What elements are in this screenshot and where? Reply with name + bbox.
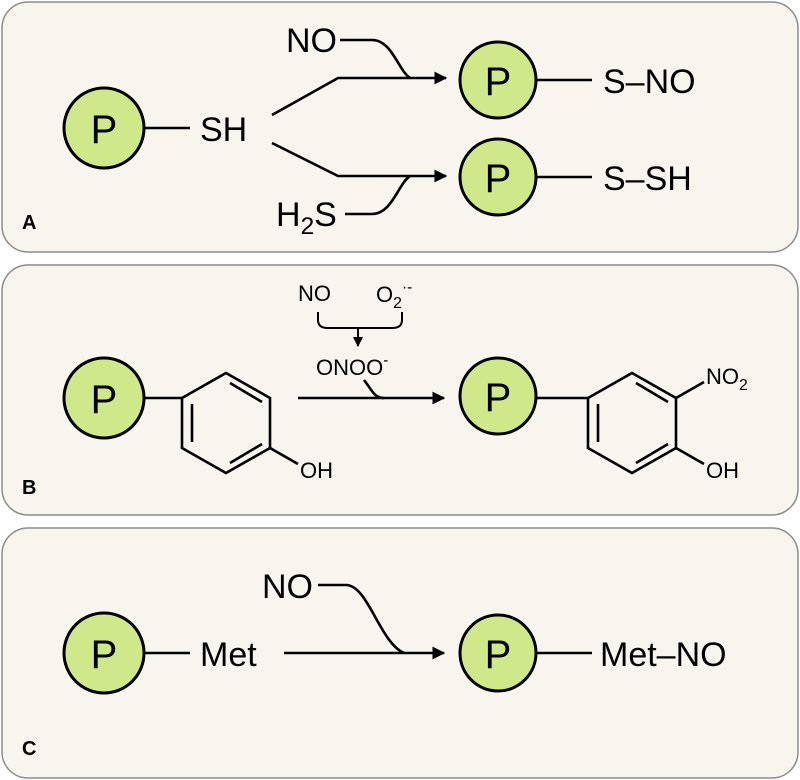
protein-label: P (485, 633, 512, 677)
reagent-no-label: NO (298, 281, 331, 306)
hydroxyl-label: OH (300, 458, 333, 483)
protein-label: P (91, 378, 118, 422)
protein-node (458, 137, 538, 217)
protein-node (62, 86, 146, 170)
reagent-no-label: NO (286, 22, 337, 60)
product-met-no-label: Met–NO (600, 636, 727, 674)
reagent-combine-bracket (317, 312, 403, 329)
substrate-met-label: Met (200, 636, 257, 674)
panel-b-background (1, 264, 799, 516)
panel-b: P OH NO O2·- ONOO- P OH (1, 264, 799, 516)
product-s-sh-label: S–SH (603, 160, 692, 198)
nitrotyrosine-ring (586, 371, 705, 475)
protein-label: P (485, 60, 512, 104)
reagent-no-curve (340, 38, 411, 80)
phenol-ring-left (180, 371, 299, 475)
protein-node (458, 613, 538, 693)
reagent-h2s-curve (345, 174, 411, 216)
product-s-no-label: S–NO (603, 63, 696, 101)
panel-letter-a: A (22, 212, 36, 234)
panel-a: P SH NO H2S P S–NO P S–SH A (1, 1, 799, 253)
peroxynitrite-label: ONOO- (316, 352, 388, 380)
panel-a-background (1, 1, 799, 253)
reagent-no-label: NO (262, 568, 313, 606)
substrate-label: SH (200, 111, 247, 149)
protein-label: P (91, 633, 118, 677)
protein-label: P (485, 376, 512, 420)
protein-node (458, 356, 538, 436)
panel-c: P Met NO P Met–NO C (1, 527, 799, 779)
panel-letter-b: B (22, 477, 36, 499)
protein-node (62, 356, 146, 440)
reagent-no-curve (318, 583, 405, 655)
protein-node (458, 40, 538, 120)
hydroxyl-label: OH (706, 458, 739, 483)
nitro-group-label: NO2 (706, 364, 748, 394)
panel-letter-c: C (22, 738, 36, 760)
reagent-superoxide-label: O2·- (376, 279, 412, 312)
protein-label: P (485, 157, 512, 201)
protein-node (62, 611, 146, 695)
reagent-h2s-label: H2S (276, 196, 337, 240)
protein-label: P (91, 108, 118, 152)
